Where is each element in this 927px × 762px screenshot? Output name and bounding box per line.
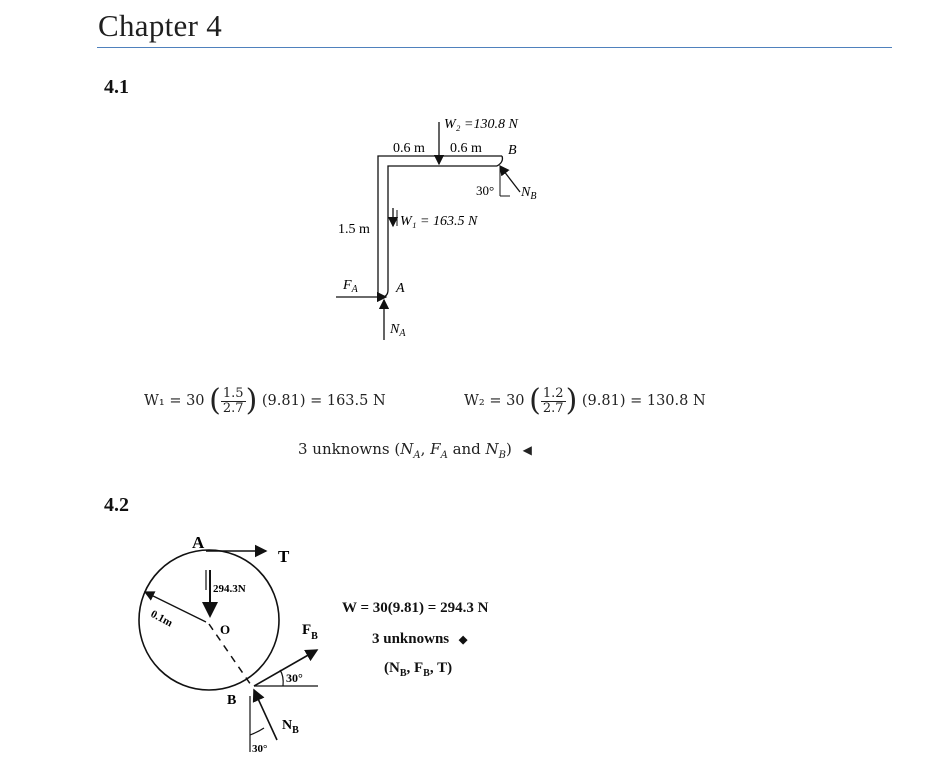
conclusion-post: ) <box>506 440 512 458</box>
conclusion-sep: , <box>420 440 431 458</box>
end-marker-icon: ◆ <box>458 634 468 646</box>
unknowns-text: 3 unknowns <box>372 631 450 647</box>
nb-arrow <box>252 688 278 741</box>
point-b-label: B <box>508 143 517 158</box>
fb-label: FB <box>302 622 318 642</box>
dim-right-label: 0.6 m <box>450 141 482 156</box>
tension-label: T <box>278 547 290 566</box>
problem-4-2-diagram: A T 294.3N 0.1m O FB 30° B NB 30° <box>138 533 319 755</box>
list-open: (N <box>384 660 400 676</box>
dim-left-label: 0.6 m <box>393 141 425 156</box>
center-label: O <box>220 622 230 637</box>
problem-4-2-label: 4.2 <box>104 494 129 516</box>
chapter-rule <box>97 47 892 48</box>
nb-label: NB <box>520 185 536 202</box>
end-marker-icon: ◀ <box>522 443 532 457</box>
eq1-num: 1.5 <box>220 385 246 402</box>
chapter-title: Chapter 4 <box>98 8 223 43</box>
unknowns-count: 3 unknowns ◆ <box>372 631 467 648</box>
problem-4-1-diagram: W₂ =130.8 N 0.6 m 0.6 m B 30° NB W₁ = 16… <box>336 117 536 340</box>
angle1-label: 30° <box>286 671 303 685</box>
height-label: 1.5 m <box>338 222 370 237</box>
radius-arrow <box>143 591 207 623</box>
unknowns-list: (NB, FB, T) <box>384 660 452 679</box>
eq1-lhs: W₁ = 30 <box>144 393 205 409</box>
conclusion-fa: F <box>430 440 441 458</box>
eq2-den: 2.7 <box>542 400 564 416</box>
angle-30-label: 30° <box>476 183 494 198</box>
list-sep1: , F <box>406 660 424 676</box>
bar-end-b <box>496 155 504 167</box>
eq1-rhs: (9.81) = 163.5 N <box>261 393 386 409</box>
point-b-label: B <box>227 693 236 708</box>
conclusion-nb-sub: B <box>498 450 507 461</box>
bar-outline-outer <box>377 155 502 298</box>
conclusion-4-1: 3 unknowns (NA, FA and NB) ◀ <box>298 440 532 461</box>
fb-arrow <box>253 649 319 687</box>
radius-label: 0.1m <box>149 608 175 629</box>
list-fb-sub: B <box>423 668 430 679</box>
problem-4-1-label: 4.1 <box>104 76 129 98</box>
point-a-label: A <box>192 533 205 552</box>
eq1-den: 2.7 <box>222 400 244 416</box>
eq2-num: 1.2 <box>540 385 566 402</box>
bar-outline-inner <box>387 165 497 290</box>
nb-angle-arc <box>249 727 265 736</box>
conclusion-and: and <box>447 440 486 458</box>
nb-arrow <box>499 164 521 193</box>
eq2-lhs: W₂ = 30 <box>464 393 525 409</box>
na-label: NA <box>389 322 406 339</box>
fb-angle-arc <box>279 669 284 687</box>
w1-label: W₁ = 163.5 N <box>400 214 478 229</box>
conclusion-pre: 3 unknowns ( <box>298 440 401 458</box>
point-a-label: A <box>395 281 405 296</box>
conclusion-fa-sub: A <box>440 450 448 461</box>
nb-label: NB <box>282 718 299 736</box>
list-nb-sub: B <box>399 668 407 679</box>
conclusion-nb: N <box>485 440 499 458</box>
list-sep2: , T) <box>429 660 453 676</box>
weight-equation: W = 30(9.81) = 294.3 N <box>342 600 489 616</box>
weight-label: 294.3N <box>213 583 246 595</box>
conclusion-na-sub: A <box>413 450 421 461</box>
angle2-label: 30° <box>252 743 267 755</box>
w2-label: W₂ =130.8 N <box>444 117 518 132</box>
fa-label: FA <box>342 278 359 295</box>
conclusion-na: N <box>400 440 414 458</box>
pipe-circle <box>138 549 280 691</box>
eq2-rhs: (9.81) = 130.8 N <box>581 393 706 409</box>
